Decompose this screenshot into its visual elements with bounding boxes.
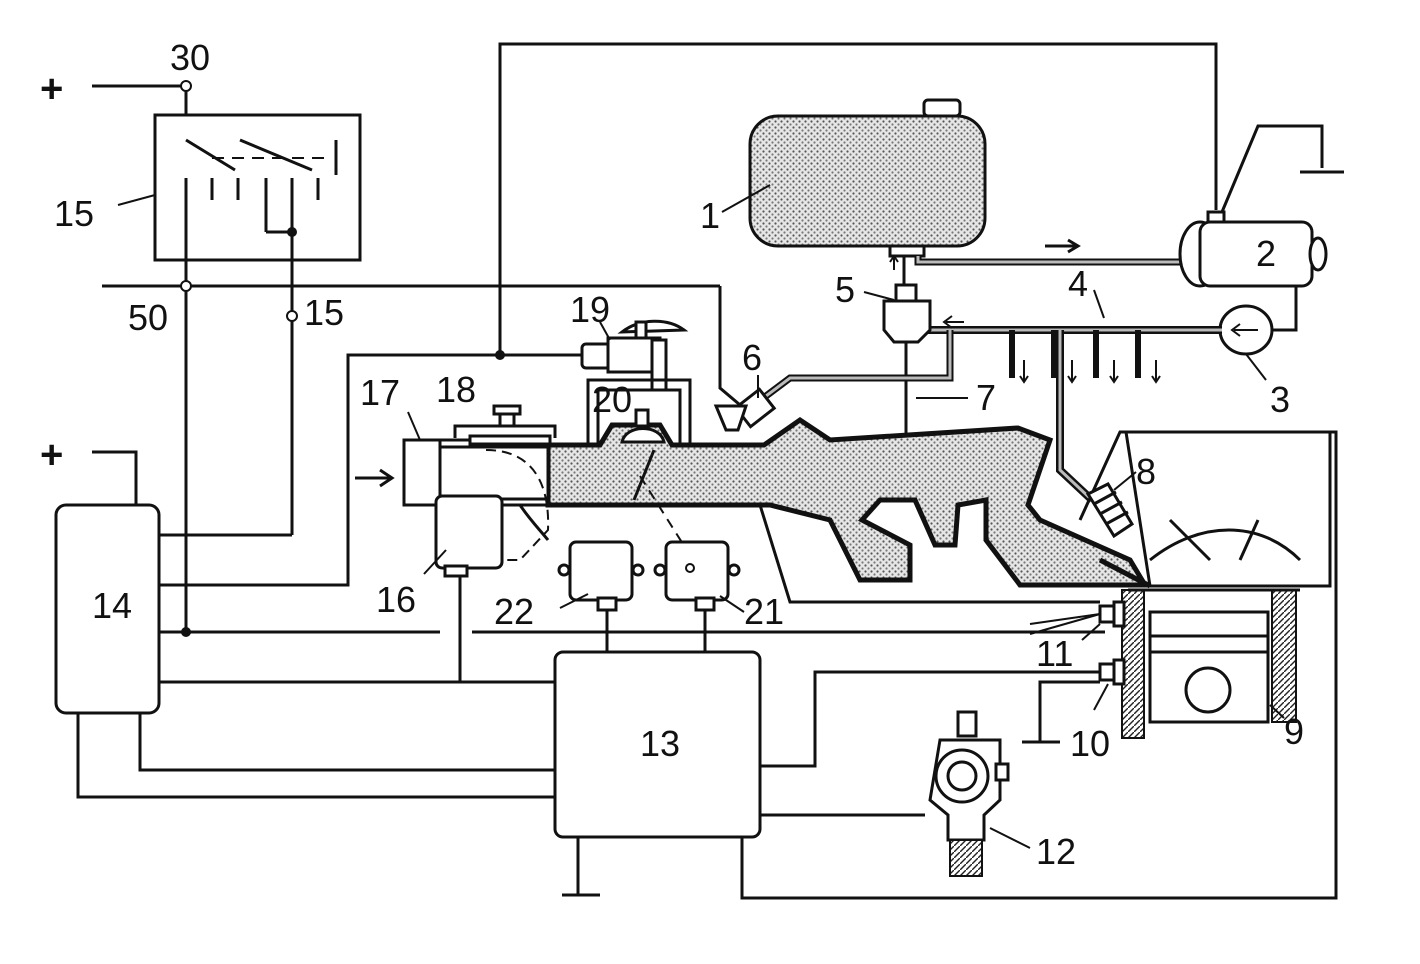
label-18: 18: [436, 369, 476, 410]
idle-air-bypass-screw-18: [453, 404, 557, 446]
label-16: 16: [376, 579, 416, 620]
label-1: 1: [700, 195, 720, 236]
fuel-pump-2: [1178, 210, 1328, 288]
intake-manifold: [545, 416, 1150, 588]
terminal-30-label: 30: [170, 37, 210, 78]
label-8: 8: [1136, 451, 1156, 492]
air-intake-arrow: [355, 468, 395, 488]
label-13: 13: [640, 723, 680, 764]
label-2: 2: [1256, 233, 1276, 274]
label-6: 6: [742, 337, 762, 378]
pressure-regulator-3: [1218, 304, 1274, 356]
label-20: 20: [592, 379, 632, 420]
air-flow-meter-17: [402, 438, 550, 561]
terminal-50: [180, 280, 192, 292]
label-22: 22: [494, 591, 534, 632]
throttle-valve-20: [620, 408, 666, 501]
label-3: 3: [1270, 379, 1290, 420]
fuel-filter-5: [882, 283, 932, 344]
cold-start-valve-6: [713, 387, 777, 432]
label-19: 19: [570, 289, 610, 330]
label-15: 15: [54, 193, 94, 234]
ignition-switch-housing: [153, 113, 362, 262]
label-10: 10: [1070, 723, 1110, 764]
temperature-sensor-10: [1098, 658, 1126, 686]
label-21: 21: [744, 591, 784, 632]
airflow-sensor-16: [434, 494, 504, 578]
terminal-15-label: 15: [304, 292, 344, 333]
fuel-injector-8: [1085, 482, 1135, 539]
label-5: 5: [835, 269, 855, 310]
engine-cylinder-9: [1098, 430, 1332, 739]
label-7: 7: [976, 377, 996, 418]
terminal-30: [180, 80, 192, 92]
electronic-control-unit-13: [553, 650, 762, 839]
terminal-50-label: 50: [128, 297, 168, 338]
temperature-sensor-22: [557, 540, 645, 612]
relay-14: [54, 503, 161, 715]
battery-plus-terminal-top: +: [40, 67, 186, 111]
label-14: 14: [92, 585, 132, 626]
fuel-distribution-rail-4: [918, 315, 1222, 384]
label-17: 17: [360, 372, 400, 413]
plus-sign-top: +: [40, 67, 63, 111]
label-4: 4: [1068, 263, 1088, 304]
plus-sign-left: +: [40, 433, 63, 477]
ignition-switch-15: [153, 113, 362, 262]
label-11: 11: [1036, 633, 1073, 674]
auxiliary-air-valve-19: [580, 319, 689, 392]
terminal-15: [286, 310, 298, 322]
label-12: 12: [1036, 831, 1076, 872]
temperature-sensor-11: [1098, 600, 1126, 628]
throttle-position-switch-21: [653, 540, 741, 612]
label-9: 9: [1284, 711, 1304, 752]
fuel-tank-1: [748, 98, 987, 258]
ignition-distributor-12: [928, 710, 1010, 877]
